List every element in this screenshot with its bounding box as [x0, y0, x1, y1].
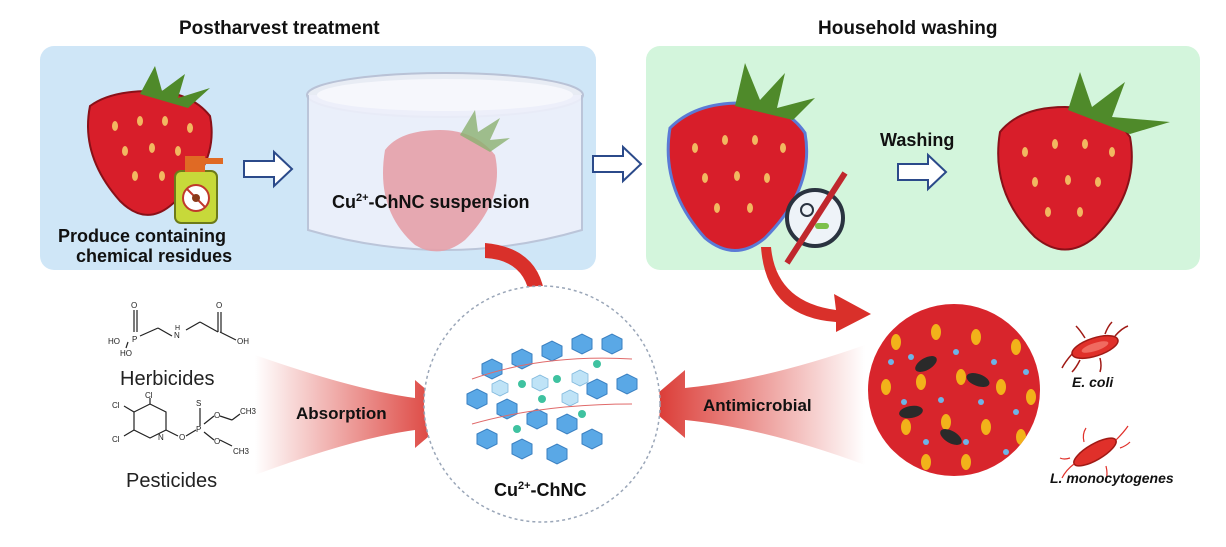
pesticides-label: Pesticides: [126, 470, 218, 492]
produce-label-line1: Produce containing: [58, 226, 227, 246]
antimicrobial-label: Antimicrobial: [703, 396, 812, 415]
center-chnc-label: Cu2+-ChNC: [494, 480, 587, 501]
chl-o3: O: [214, 437, 220, 446]
chl-cl3: Cl: [112, 435, 120, 444]
chl-cl2: Cl: [112, 401, 120, 410]
chl-ch3a: CH3: [240, 407, 257, 416]
outline-arrow-1: [243, 149, 294, 189]
listeria-bacteria-icon: [1059, 425, 1131, 481]
gly-ho2: HO: [120, 349, 132, 358]
postharvest-title: Postharvest treatment: [179, 18, 380, 39]
strawberry-surface-circle: [868, 304, 1040, 476]
absorption-label: Absorption: [296, 404, 387, 423]
curved-arrow-to-circle: [761, 247, 871, 332]
suspension-cu: Cu: [332, 192, 356, 212]
household-title: Household washing: [818, 18, 998, 39]
washing-label: Washing: [880, 130, 955, 150]
gly-p: P: [132, 335, 137, 344]
beaker-suspension-illustration: [306, 72, 584, 252]
strawberry-bacteria-illustration: [666, 63, 848, 265]
outline-arrow-2: [592, 144, 643, 184]
herbicide-structure: HO P O HO N H O OH: [108, 301, 249, 358]
chnc-structure-circle: [423, 285, 661, 523]
center-rest: -ChNC: [530, 480, 587, 500]
chl-cl1: Cl: [145, 391, 153, 400]
chl-p: P: [196, 425, 201, 434]
antimicrobial-arrow: [645, 345, 865, 465]
suspension-sup: 2+: [356, 192, 369, 204]
absorption-arrow: [255, 355, 455, 475]
washing-arrow: [897, 152, 948, 192]
chl-n: N: [158, 433, 164, 442]
herbicides-label: Herbicides: [120, 368, 215, 390]
center-cu: Cu: [494, 480, 518, 500]
strawberry-with-residue-illustration: [87, 66, 223, 224]
center-sup: 2+: [518, 480, 531, 492]
chl-ch3b: CH3: [233, 447, 250, 456]
chl-s: S: [196, 399, 201, 408]
gly-ho1: HO: [108, 337, 120, 346]
listeria-label: L. monocytogenes: [1050, 470, 1174, 486]
gly-o2: O: [216, 301, 222, 310]
suspension-rest: -ChNC suspension: [368, 192, 530, 212]
ecoli-bacteria-icon: [1061, 321, 1129, 373]
suspension-label: Cu2+-ChNC suspension: [332, 192, 530, 213]
ecoli-label: E. coli: [1072, 374, 1114, 390]
gly-nh: N: [174, 331, 180, 340]
gly-h: H: [175, 325, 180, 332]
chl-o2: O: [214, 411, 220, 420]
pesticide-structure: Cl Cl Cl N O P S O O CH3 CH3: [112, 391, 257, 456]
chl-o1: O: [179, 433, 185, 442]
gly-oh: OH: [237, 337, 249, 346]
gly-o1: O: [131, 301, 137, 310]
clean-strawberry-illustration: [997, 72, 1170, 251]
produce-label-line2: chemical residues: [76, 246, 233, 266]
